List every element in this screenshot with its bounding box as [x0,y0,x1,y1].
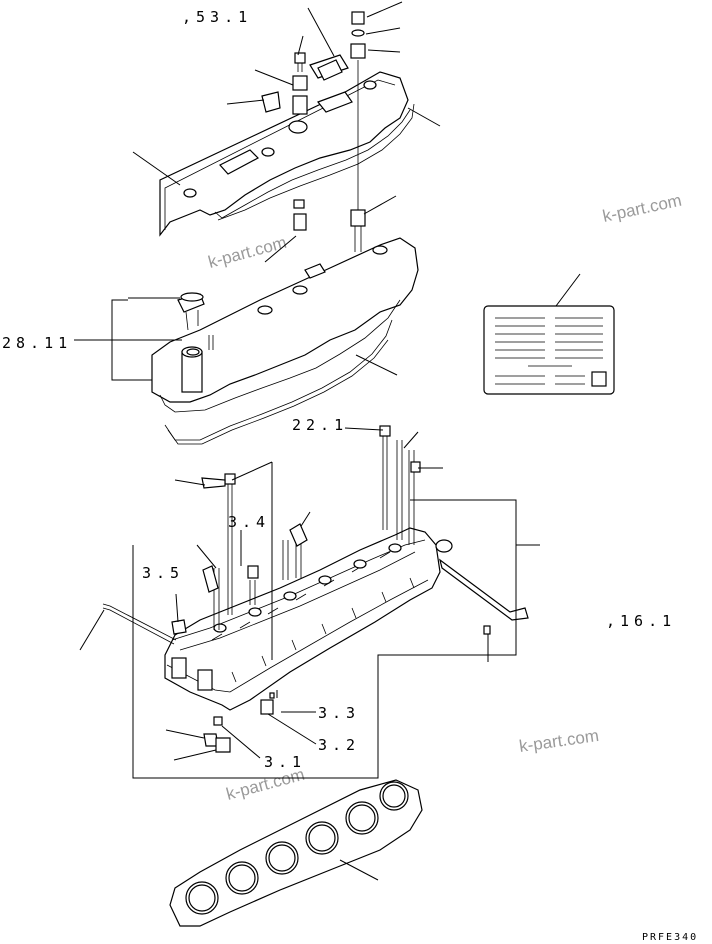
head-gasket [169,779,423,927]
drawing-code: PRFE340 [642,932,698,943]
head-bolts [102,425,529,753]
watermark-1: k-part.com [601,191,683,226]
ref-label-3-2: 3.2 [318,736,360,754]
ref-label-28-11: 28.11 [2,334,72,352]
label-plate [483,305,615,395]
ref-label-22-1: 22.1 [292,416,348,434]
watermark-3: k-part.com [518,726,600,756]
ref-label-3-1: 3.1 [264,753,306,771]
cylinder-head [164,527,453,711]
ref-label-16-1: ,16.1 [606,612,676,630]
ref-label-3-3: 3.3 [318,704,360,722]
middle-cover [151,237,419,445]
ref-label-3-5: 3.5 [142,564,184,582]
ref-label-3-4: 3.4 [228,513,270,531]
leader-lines [74,1,581,881]
rocker-cover [159,54,415,237]
cover-fasteners [261,11,366,252]
stud-tags [202,59,343,593]
ref-label-53-1: ,53.1 [182,8,252,26]
